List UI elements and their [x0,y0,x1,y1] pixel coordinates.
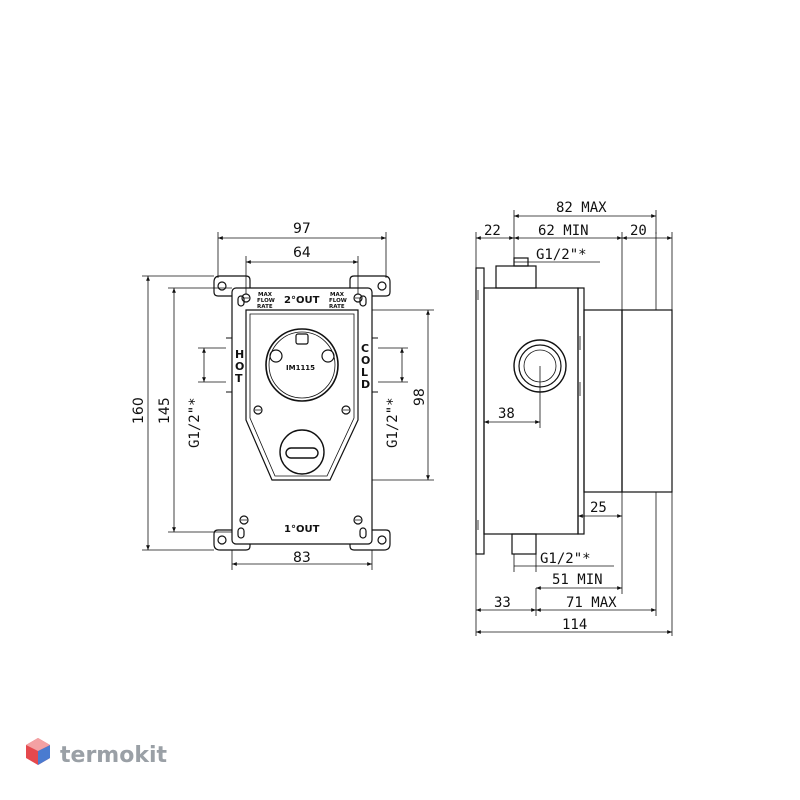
side-view [475,257,673,555]
cold-letter-c: C [361,342,369,355]
dim-25: 25 [590,500,607,516]
label-out1: 1°OUT [284,524,320,535]
thread-right: G1/2"* [385,397,401,448]
max-flow-rate-left-2: FLOW [257,298,275,304]
side-dimensions [475,210,673,636]
thread-left: G1/2"* [187,397,203,448]
termokit-logo-icon [26,738,50,765]
watermark: termokit [26,738,167,768]
dim-114: 114 [562,617,587,633]
label-out2: 2°OUT [284,295,320,306]
dim-145: 145 [157,397,173,424]
mount-ear-bottom-right [349,529,391,551]
mount-ear-top-right [349,275,391,297]
max-flow-rate-left-3: RATE [257,304,273,310]
max-flow-rate-right-1: MAX [330,292,345,298]
dim-160: 160 [131,397,147,424]
mount-ear-top-left [213,275,251,297]
watermark-text: termokit [60,743,167,768]
dim-64: 64 [293,245,311,261]
dim-97: 97 [293,221,311,237]
cold-letter-o: O [361,354,370,367]
max-flow-rate-right-2: FLOW [329,298,347,304]
front-view [213,275,391,551]
dim-38: 38 [498,406,515,422]
hot-letter-o: O [235,360,244,373]
dim-82-max: 82 MAX [556,200,607,216]
side-dimension-labels: 82 MAX 22 62 MIN 20 G1/2"* 38 25 G1/2"* … [484,200,647,633]
thread-top: G1/2"* [536,247,587,263]
dim-20: 20 [630,223,647,239]
dim-71-max: 71 MAX [566,595,617,611]
dim-62-min: 62 MIN [538,223,589,239]
top-inlet [495,265,537,289]
front-body-outline [231,287,373,545]
mount-ear-bottom-left [213,529,251,551]
bottom-inlet [511,533,537,555]
thread-bottom: G1/2"* [540,551,591,567]
dim-51-min: 51 MIN [552,572,603,588]
hot-letter-t: T [235,372,243,385]
dim-33: 33 [494,595,511,611]
diverter-knob [265,328,339,402]
dim-98: 98 [412,388,428,406]
max-flow-rate-right-3: RATE [329,304,345,310]
max-flow-rate-left-1: MAX [258,292,273,298]
cold-letter-l: L [361,366,368,379]
hot-letter-h: H [235,348,244,361]
dim-83: 83 [293,550,311,566]
dim-22: 22 [484,223,501,239]
front-dimensions [142,232,434,570]
bottom-cap [279,429,325,475]
side-rear [583,309,623,493]
cold-letter-d: D [361,378,370,391]
plate-labels: MAX FLOW RATE MAX FLOW RATE 2°OUT 1°OUT … [235,292,370,535]
side-flange [475,267,485,555]
model-label: IM1115 [286,364,315,372]
front-dimension-labels: 97 64 83 160 145 G1/2"* G1/2"* 98 [131,221,428,566]
cover-plate [245,309,359,481]
